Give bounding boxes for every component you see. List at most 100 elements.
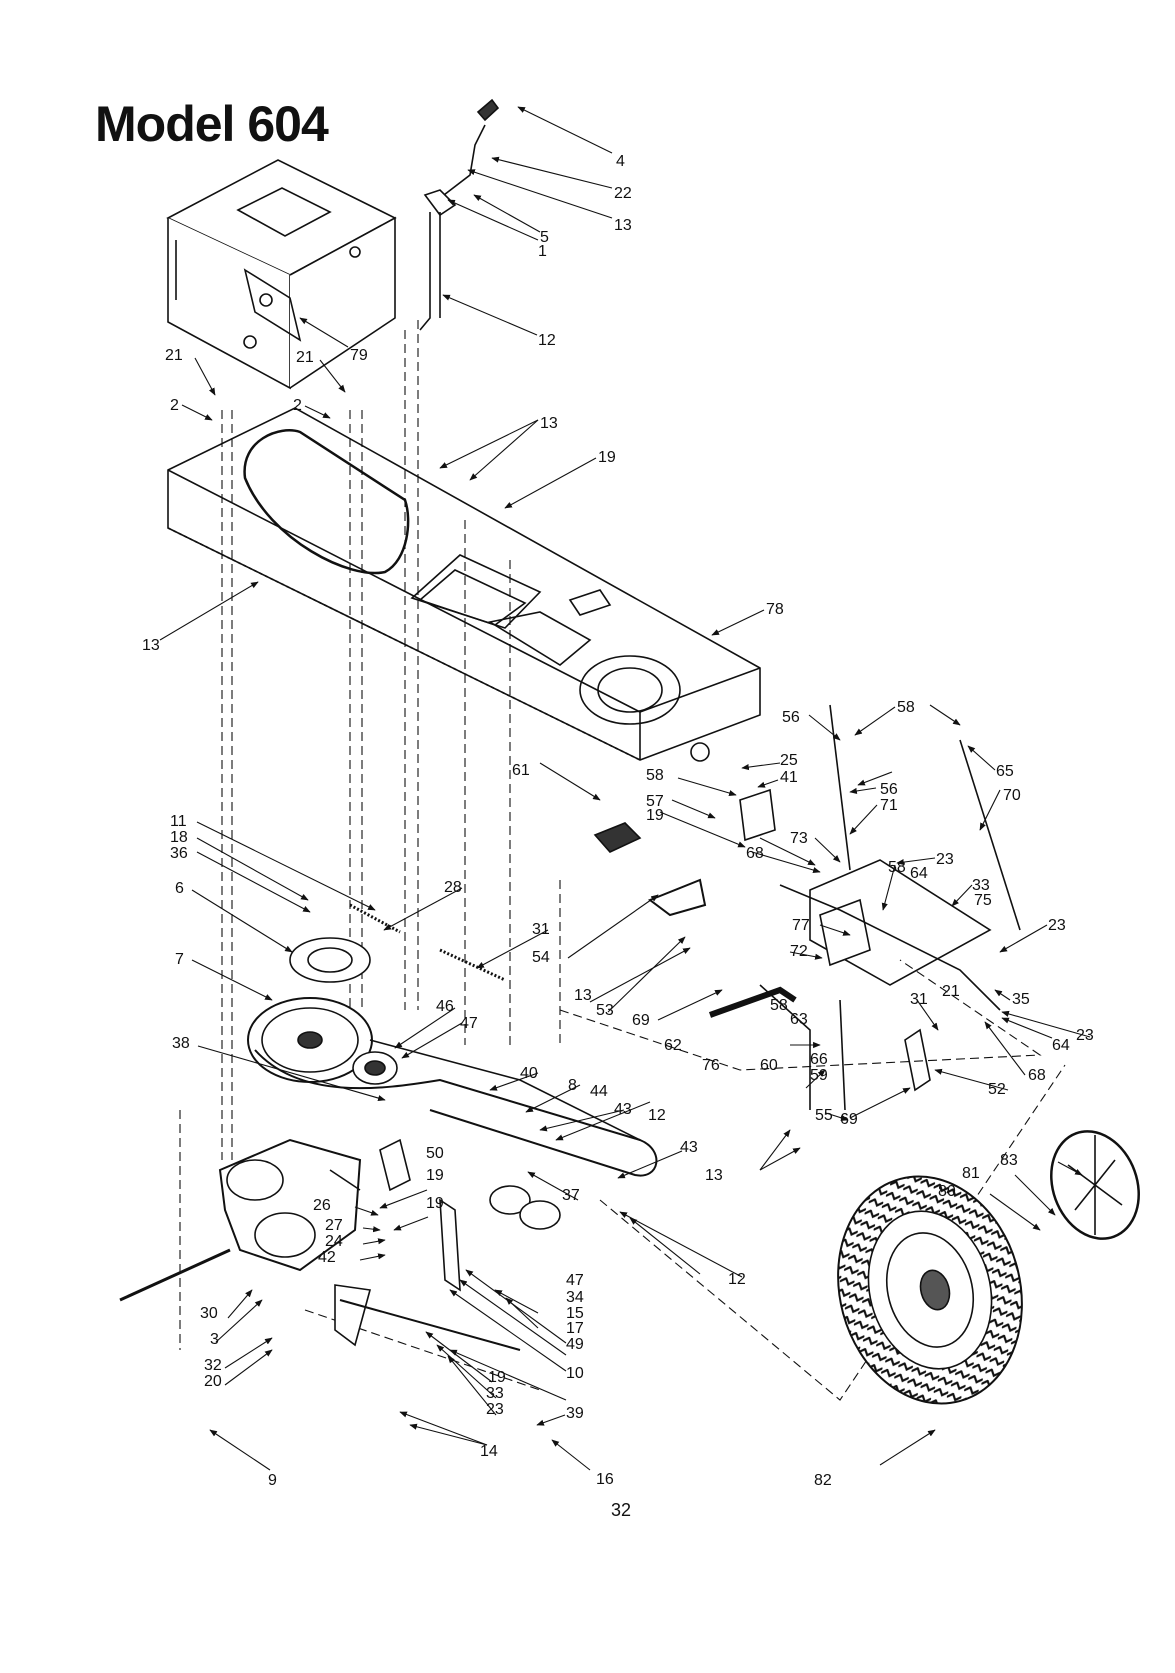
- callout-16: 16: [596, 1471, 614, 1488]
- callout-23: 23: [486, 1401, 504, 1418]
- callout-79: 79: [350, 347, 368, 364]
- springs: [349, 903, 506, 982]
- callout-50: 50: [426, 1145, 444, 1162]
- callout-24: 24: [325, 1233, 343, 1250]
- pulleys-6-7: [247, 937, 373, 1083]
- callout-2: 2: [293, 397, 302, 414]
- callout-33: 33: [972, 877, 990, 894]
- callout-9: 9: [268, 1472, 277, 1489]
- callout-8: 8: [568, 1077, 577, 1094]
- callout-64: 64: [910, 865, 928, 882]
- rear-wheel-82: [837, 1175, 1023, 1405]
- callout-56: 56: [880, 781, 898, 798]
- callout-59: 59: [810, 1067, 828, 1084]
- dash-panel-79: [166, 159, 397, 390]
- callout-19: 19: [426, 1167, 444, 1184]
- callout-19: 19: [488, 1369, 506, 1386]
- callout-3: 3: [210, 1331, 219, 1348]
- callout-12: 12: [538, 332, 556, 349]
- brackets: [334, 1138, 521, 1351]
- callout-43: 43: [680, 1139, 698, 1156]
- callout-69: 69: [632, 1012, 650, 1029]
- callout-13: 13: [142, 637, 160, 654]
- drive-belt: [254, 1049, 658, 1177]
- callout-65: 65: [996, 763, 1014, 780]
- callout-19: 19: [598, 449, 616, 466]
- callout-58: 58: [646, 767, 664, 784]
- callout-53: 53: [596, 1002, 614, 1019]
- callout-73: 73: [790, 830, 808, 847]
- callout-12: 12: [648, 1107, 666, 1124]
- callout-17: 17: [566, 1320, 584, 1337]
- callout-20: 20: [204, 1373, 222, 1390]
- callout-13: 13: [574, 987, 592, 1004]
- callout-77: 77: [792, 917, 810, 934]
- callout-13: 13: [705, 1167, 723, 1184]
- callout-63: 63: [790, 1011, 808, 1028]
- callout-31: 31: [532, 921, 550, 938]
- callout-28: 28: [444, 879, 462, 896]
- callout-33: 33: [486, 1385, 504, 1402]
- callout-5: 5: [540, 229, 549, 246]
- callout-27: 27: [325, 1217, 343, 1234]
- callout-55: 55: [815, 1107, 833, 1124]
- callout-61: 61: [512, 762, 530, 779]
- callout-23: 23: [1048, 917, 1066, 934]
- callout-11: 11: [170, 813, 187, 830]
- callout-19: 19: [426, 1195, 444, 1212]
- callout-68: 68: [746, 845, 764, 862]
- callout-14: 14: [480, 1443, 498, 1460]
- callout-19: 19: [646, 807, 664, 824]
- callout-68: 68: [1028, 1067, 1046, 1084]
- callout-83: 83: [1000, 1152, 1018, 1169]
- callout-leaders: [159, 106, 1091, 1471]
- diagram-title: Model 604: [95, 96, 329, 152]
- callout-81: 81: [962, 1165, 980, 1182]
- callout-58: 58: [897, 699, 915, 716]
- callout-71: 71: [880, 797, 898, 814]
- callout-37: 37: [562, 1187, 580, 1204]
- callout-54: 54: [532, 949, 550, 966]
- callout-57: 57: [646, 793, 664, 810]
- callout-75: 75: [974, 892, 992, 909]
- control-linkage: [559, 704, 1042, 1111]
- callout-70: 70: [1003, 787, 1021, 804]
- hub-cap-83: [1050, 1130, 1140, 1240]
- callout-62: 62: [664, 1037, 682, 1054]
- callout-34: 34: [566, 1289, 584, 1306]
- callout-15: 15: [566, 1305, 584, 1322]
- callout-49: 49: [566, 1336, 584, 1353]
- callout-23: 23: [1076, 1027, 1094, 1044]
- callout-21: 21: [296, 349, 314, 366]
- callout-60: 60: [760, 1057, 778, 1074]
- callout-66: 66: [810, 1051, 828, 1068]
- steering-column: [419, 98, 500, 331]
- callout-22: 22: [614, 185, 632, 202]
- callout-10: 10: [566, 1365, 584, 1382]
- callout-26: 26: [313, 1197, 331, 1214]
- callout-58: 58: [888, 859, 906, 876]
- callout-31: 31: [910, 991, 928, 1008]
- callout-13: 13: [614, 217, 632, 234]
- callout-44: 44: [590, 1083, 608, 1100]
- callout-21: 21: [165, 347, 183, 364]
- callout-13: 13: [540, 415, 558, 432]
- callout-2: 2: [170, 397, 179, 414]
- callout-76: 76: [702, 1057, 720, 1074]
- alignment-lines: [179, 320, 1066, 1401]
- idler-pulleys: [352, 1051, 561, 1230]
- callout-40: 40: [520, 1065, 538, 1082]
- callout-47: 47: [566, 1272, 584, 1289]
- callout-35: 35: [1012, 991, 1030, 1008]
- callout-18: 18: [170, 829, 188, 846]
- callout-56: 56: [782, 709, 800, 726]
- callout-32: 32: [204, 1357, 222, 1374]
- callout-47: 47: [460, 1015, 478, 1032]
- callout-4: 4: [616, 153, 625, 170]
- callout-43: 43: [614, 1101, 632, 1118]
- transaxle: [119, 1138, 362, 1302]
- callout-46: 46: [436, 998, 454, 1015]
- callout-6: 6: [175, 880, 184, 897]
